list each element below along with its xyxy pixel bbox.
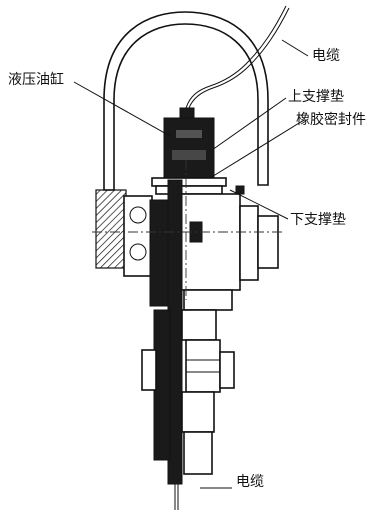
label-rubber-seal: 橡胶密封件: [296, 111, 366, 128]
label-cable-bottom: 电缆: [236, 474, 264, 490]
leader-lines: [73, 39, 309, 489]
top-cable: [185, 5, 290, 109]
support-and-seal: [151, 177, 227, 195]
label-upper-support-pad: 上支撑垫: [288, 89, 344, 105]
main-body: [179, 185, 279, 311]
cable-loop: [103, 11, 269, 191]
left-clamp: [95, 189, 173, 307]
label-cable-top: 电缆: [312, 48, 340, 64]
label-lower-support-pad: 下支撑垫: [290, 212, 346, 228]
center-lines: [92, 160, 282, 300]
lower-assembly: [141, 309, 235, 475]
label-hydraulic-cylinder: 液压油缸: [8, 71, 64, 88]
hydraulic-cylinder: [163, 107, 215, 181]
bottom-cable: [174, 484, 179, 510]
